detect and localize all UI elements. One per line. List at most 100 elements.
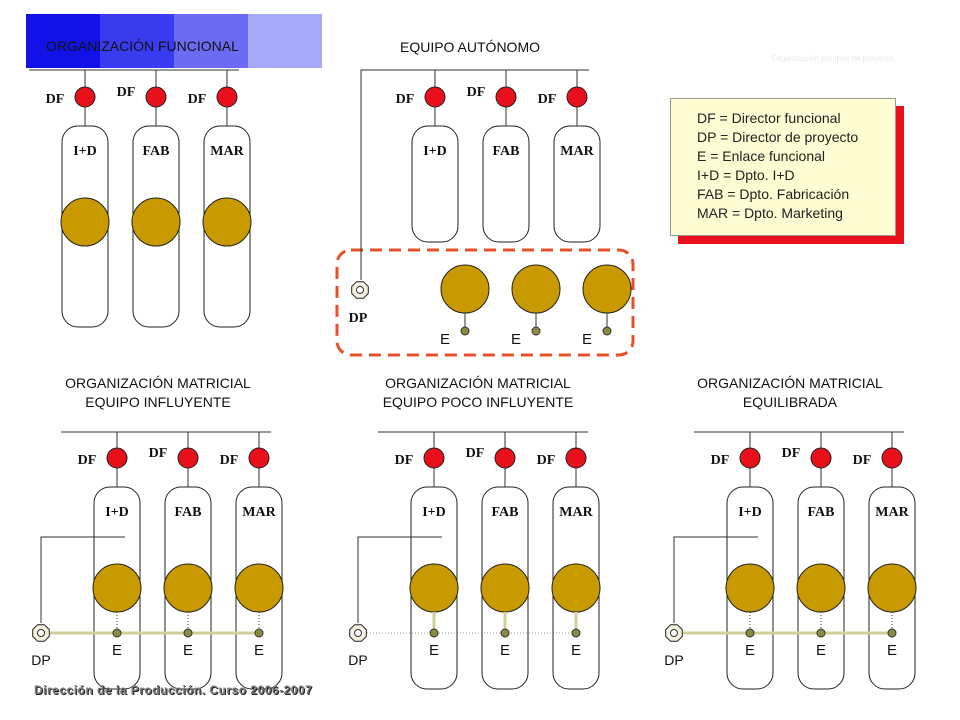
functional-director-node — [216, 86, 238, 108]
e-label: E — [440, 331, 450, 348]
e-label: E — [112, 642, 122, 659]
e-label: E — [816, 642, 826, 659]
df-label: DF — [395, 453, 414, 468]
df-label: DF — [537, 453, 556, 468]
department-label: MAR — [559, 505, 593, 520]
functional-director-node — [566, 86, 588, 108]
df-label: DF — [396, 92, 415, 107]
functional-member — [234, 563, 284, 613]
functional-director-node — [74, 86, 96, 108]
df-label: DF — [117, 85, 136, 100]
department-label: I+D — [105, 505, 129, 520]
department-label: FAB — [492, 505, 519, 520]
department-label: I+D — [423, 144, 447, 159]
functional-director-node — [248, 447, 270, 469]
liaison-node — [571, 628, 581, 638]
department-label: MAR — [210, 144, 244, 159]
e-label: E — [429, 642, 439, 659]
e-label: E — [887, 642, 897, 659]
functional-director-node — [106, 447, 128, 469]
diagram-title-line: EQUIPO AUTÓNOMO — [400, 39, 540, 55]
functional-member — [480, 563, 530, 613]
diagram-funcional: I+D FAB MAR DF DF DF — [29, 69, 252, 328]
diagram-matricial_poco_influyente: ORGANIZACIÓN MATRICIAL EQUIPO POCO INFLUY… — [348, 375, 601, 690]
department-label: FAB — [493, 144, 520, 159]
project-director-node-center — [354, 629, 362, 637]
footer-course: Dirección de la Producción. Curso 2006-2… — [34, 683, 313, 697]
functional-member — [867, 563, 917, 613]
functional-member — [131, 197, 181, 247]
df-label: DF — [466, 446, 485, 461]
banner-block-2 — [100, 14, 174, 68]
diagram-title-line: ORGANIZACIÓN MATRICIAL — [385, 375, 571, 391]
functional-director-node — [810, 447, 832, 469]
functional-director-node — [423, 447, 445, 469]
liaison-node — [460, 326, 470, 336]
functional-director-node — [565, 447, 587, 469]
dp-label: DP — [664, 652, 683, 668]
department-label: I+D — [738, 505, 762, 520]
df-label: DF — [538, 92, 557, 107]
autonomous-team-boundary — [335, 248, 635, 357]
department-label: MAR — [242, 505, 276, 520]
functional-member — [551, 563, 601, 613]
banner-title: ORGANIZACIÓN FUNCIONAL — [46, 38, 239, 54]
project-director-node-center — [356, 286, 364, 294]
functional-member — [92, 563, 142, 613]
functional-member — [60, 197, 110, 247]
e-label: E — [500, 642, 510, 659]
legend-line-e: E = Enlace funcional — [697, 148, 826, 164]
df-label: DF — [782, 446, 801, 461]
liaison-node — [602, 326, 612, 336]
department-label: FAB — [143, 144, 170, 159]
liaison-node — [887, 628, 897, 638]
dp-connector — [357, 536, 442, 623]
banner-block-4 — [248, 14, 322, 68]
e-label: E — [254, 642, 264, 659]
functional-director-node — [494, 447, 516, 469]
legend-line-dp: DP = Director de proyecto — [697, 129, 859, 145]
liaison-node — [745, 628, 755, 638]
functional-director-node — [424, 86, 446, 108]
diagram-title-line: ORGANIZACIÓN MATRICIAL — [697, 375, 883, 391]
diagram-title-line: EQUIPO INFLUYENTE — [85, 394, 230, 410]
df-label: DF — [149, 446, 168, 461]
department-label: FAB — [175, 505, 202, 520]
liaison-node — [112, 628, 122, 638]
dp-label: DP — [348, 652, 367, 668]
df-label: DF — [188, 92, 207, 107]
dp-connector — [40, 536, 125, 623]
dp-label: DP — [31, 652, 50, 668]
legend-line-id: I+D = Dpto. I+D — [697, 167, 795, 183]
e-label: E — [571, 642, 581, 659]
functional-member — [202, 197, 252, 247]
df-label: DF — [46, 92, 65, 107]
df-label: DF — [711, 453, 730, 468]
liaison-node — [816, 628, 826, 638]
diagram-title-line: EQUILIBRADA — [743, 394, 838, 410]
department-label: FAB — [808, 505, 835, 520]
diagram-matricial_influyente: ORGANIZACIÓN MATRICIAL EQUIPO INFLUYENTE I… — [31, 375, 284, 690]
department-label: I+D — [73, 144, 97, 159]
diagram-title-line: ORGANIZACIÓN MATRICIAL — [65, 375, 251, 391]
e-label: E — [582, 331, 592, 348]
diagram-title-line: EQUIPO POCO INFLUYENTE — [383, 394, 574, 410]
legend-line-mar: MAR = Dpto. Marketing — [697, 205, 843, 221]
liaison-node — [254, 628, 264, 638]
functional-director-node — [177, 447, 199, 469]
banner-block-1 — [26, 14, 100, 68]
functional-member — [796, 563, 846, 613]
liaison-node — [531, 326, 541, 336]
department-label: I+D — [422, 505, 446, 520]
team-member — [511, 264, 561, 314]
df-label: DF — [853, 453, 872, 468]
functional-member — [409, 563, 459, 613]
project-director-node-center — [670, 629, 678, 637]
team-member — [440, 264, 490, 314]
department-label: MAR — [875, 505, 909, 520]
dp-label: DP — [349, 311, 368, 326]
banner-block-3 — [174, 14, 248, 68]
